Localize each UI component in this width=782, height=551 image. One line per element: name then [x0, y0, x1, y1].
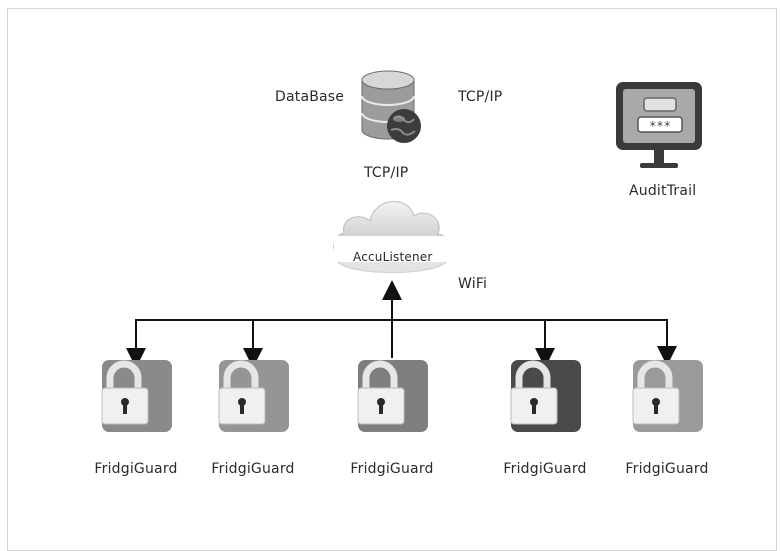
tcp-ip-mid-label: TCP/IP: [364, 165, 409, 181]
fridgiguard-label: FridgiGuard: [625, 461, 709, 477]
svg-text:***: ***: [649, 119, 671, 133]
fridgiguard-label: FridgiGuard: [94, 461, 178, 477]
monitor-password-icon: ***: [616, 82, 702, 168]
padlock-icon: [510, 360, 581, 432]
padlock-icon: [357, 360, 428, 432]
tcp-ip-top-label: TCP/IP: [458, 89, 503, 105]
wifi-label: WiFi: [458, 276, 488, 292]
padlock-icon: [101, 360, 172, 432]
padlock-icon: [218, 360, 289, 432]
audit-trail-label: AuditTrail: [629, 183, 697, 199]
fridgiguard-label: FridgiGuard: [211, 461, 295, 477]
acculistener-label: AccuListener: [353, 250, 433, 264]
padlock-icon: [632, 360, 703, 432]
bus-line: [135, 319, 677, 366]
database-globe-icon: [361, 70, 421, 143]
database-label: DataBase: [275, 89, 345, 105]
fridgiguard-label: FridgiGuard: [350, 461, 434, 477]
fridgiguard-label: FridgiGuard: [503, 461, 587, 477]
cloud-icon: [333, 200, 450, 273]
